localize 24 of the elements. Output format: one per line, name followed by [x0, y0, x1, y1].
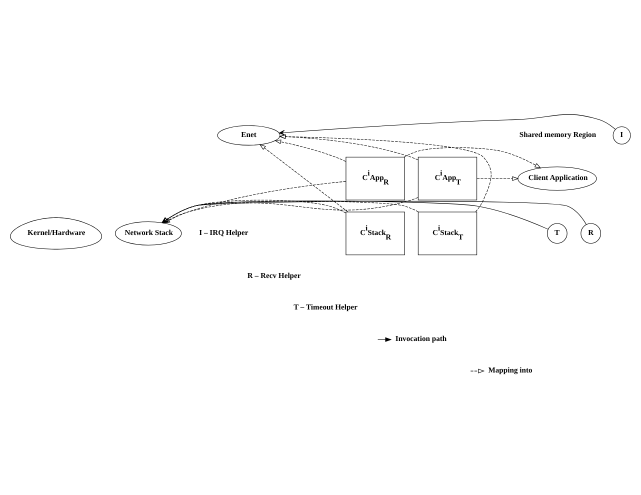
- arrow: [404, 147, 542, 168]
- arrow: [279, 134, 492, 212]
- label: R – Recv Helper: [247, 271, 301, 280]
- node-circle: T: [546, 223, 568, 244]
- arrow: [259, 144, 348, 212]
- legend-label: Invocation path: [395, 334, 447, 344]
- arrow: [274, 140, 346, 162]
- node-ellipse: Network Stack: [115, 221, 182, 246]
- arrow: [278, 114, 616, 136]
- arrow: [161, 200, 346, 224]
- node-ellipse: Client Application: [518, 166, 597, 191]
- arrow: [476, 176, 519, 181]
- arrow: [162, 197, 418, 224]
- label: I – IRQ Helper: [199, 228, 248, 237]
- arrow: [162, 200, 587, 225]
- label: Shared memory Region: [519, 130, 596, 139]
- arrow: [161, 201, 419, 224]
- label: T – Timeout Helper: [294, 302, 358, 312]
- arrow: [279, 134, 418, 160]
- node-circle: I: [612, 126, 631, 144]
- legend-label: Mapping into: [488, 366, 532, 375]
- node-circle: R: [580, 223, 602, 244]
- arrow: [164, 181, 346, 224]
- arrow: [162, 200, 548, 230]
